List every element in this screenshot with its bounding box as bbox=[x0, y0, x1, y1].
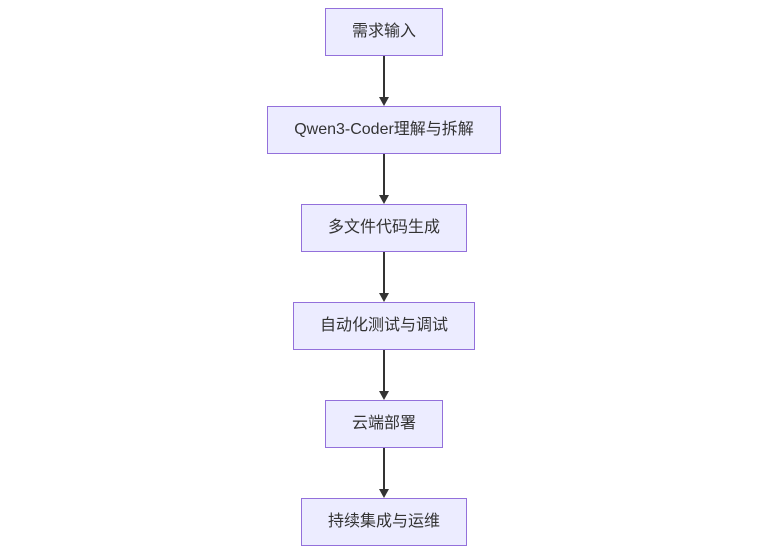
arrowhead-down-icon bbox=[379, 97, 389, 106]
arrow-line bbox=[383, 56, 385, 97]
flow-node-label: 多文件代码生成 bbox=[327, 219, 440, 236]
flow-node-label: 持续集成与运维 bbox=[327, 513, 440, 530]
flow-node-6: 持续集成与运维 bbox=[300, 498, 467, 546]
arrowhead-down-icon bbox=[379, 391, 389, 400]
flow-arrow-2 bbox=[379, 154, 389, 204]
flow-node-5: 云端部署 bbox=[324, 400, 443, 448]
flow-arrow-3 bbox=[379, 252, 389, 302]
flow-node-label: 需求输入 bbox=[351, 23, 416, 40]
arrow-line bbox=[383, 252, 385, 293]
arrowhead-down-icon bbox=[379, 489, 389, 498]
flow-node-label: 自动化测试与调试 bbox=[319, 317, 448, 334]
arrow-line bbox=[383, 448, 385, 489]
flow-arrow-1 bbox=[379, 56, 389, 106]
arrow-line bbox=[383, 154, 385, 195]
flow-node-4: 自动化测试与调试 bbox=[292, 302, 475, 350]
flow-node-2: Qwen3-Coder理解与拆解 bbox=[267, 106, 501, 154]
arrowhead-down-icon bbox=[379, 195, 389, 204]
flow-arrow-4 bbox=[379, 350, 389, 400]
flow-node-label: Qwen3-Coder理解与拆解 bbox=[294, 121, 474, 138]
flow-node-label: 云端部署 bbox=[351, 415, 416, 432]
flow-node-3: 多文件代码生成 bbox=[300, 204, 467, 252]
flow-node-1: 需求输入 bbox=[324, 8, 443, 56]
arrow-line bbox=[383, 350, 385, 391]
flow-arrow-5 bbox=[379, 448, 389, 498]
arrowhead-down-icon bbox=[379, 293, 389, 302]
